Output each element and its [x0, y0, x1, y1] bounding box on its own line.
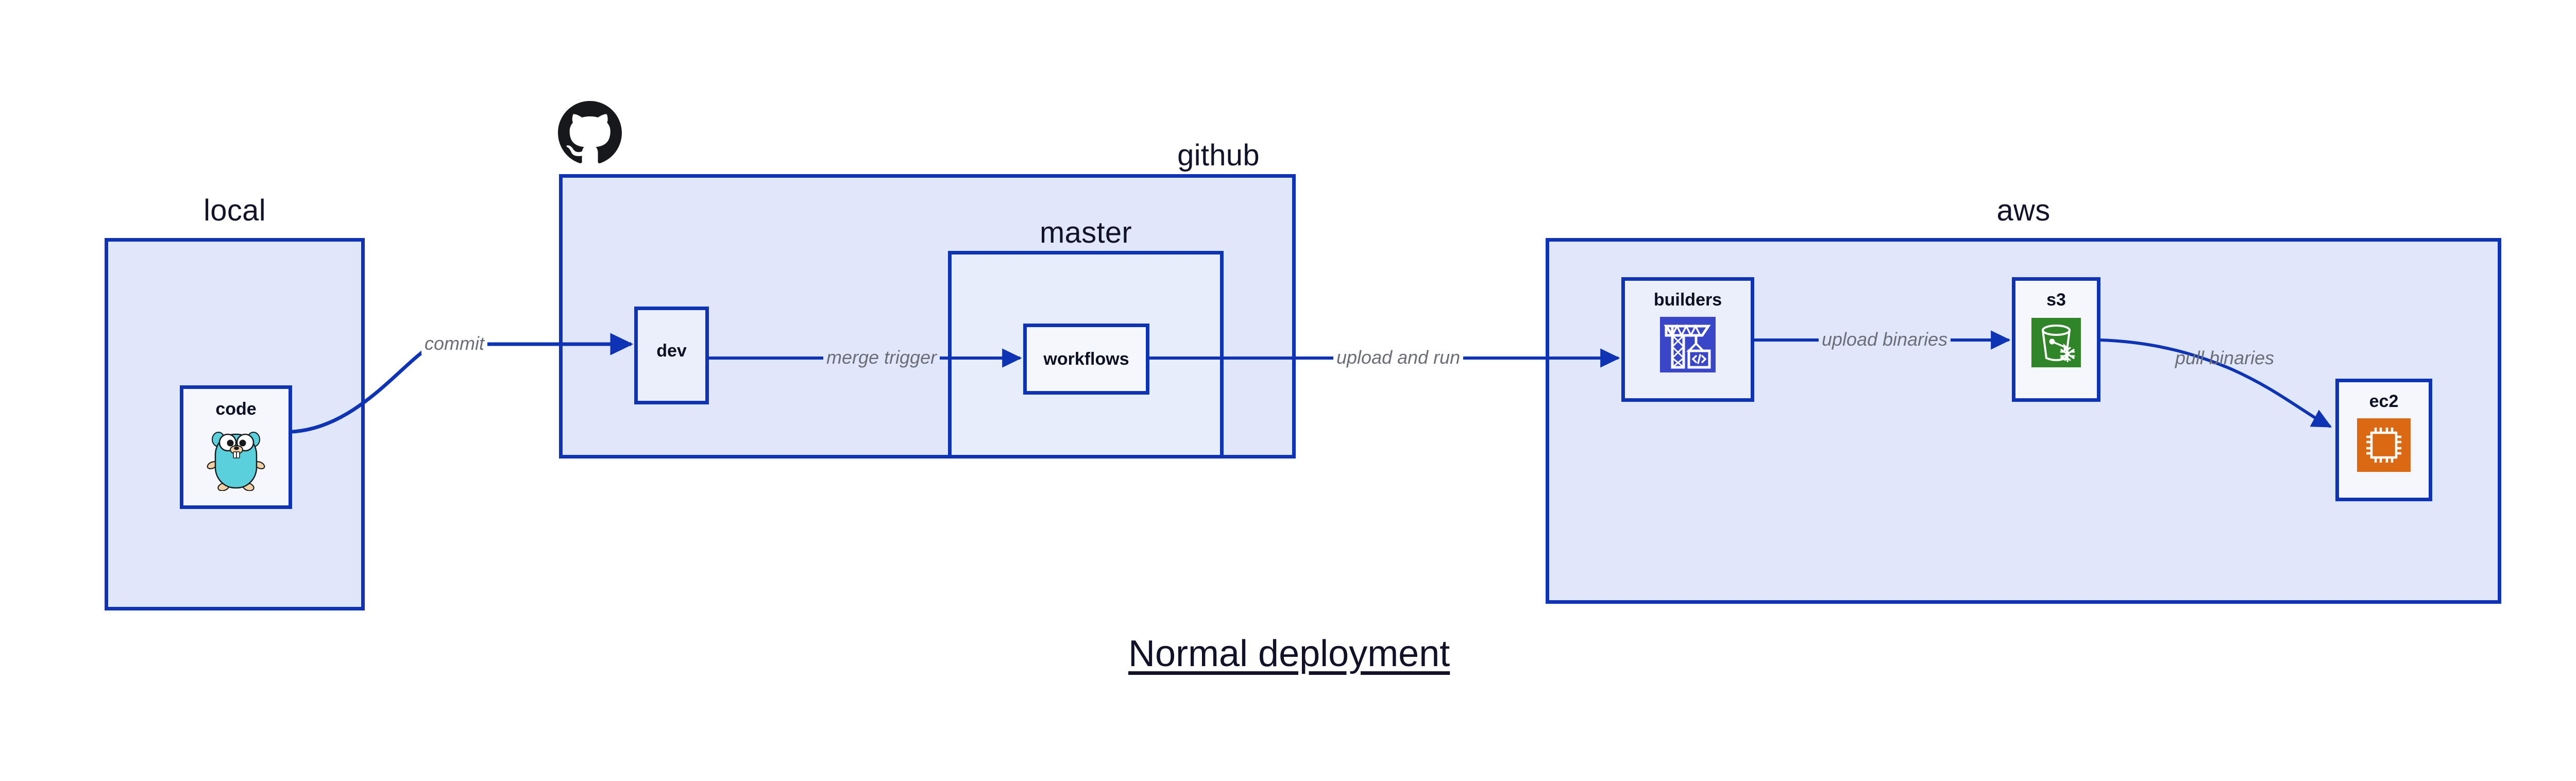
edge-label-upload-and-run: upload and run [1333, 347, 1464, 368]
aws-builders-crane-icon [1660, 317, 1716, 372]
go-gopher-icon [205, 425, 267, 491]
node-box-dev[interactable]: dev [634, 307, 709, 404]
group-title-master: master [1039, 216, 1132, 249]
edge-label-commit: commit [421, 333, 487, 354]
node-label-workflows: workflows [1043, 349, 1129, 369]
node-label-code: code [215, 399, 257, 419]
aws-ec2-chip-icon [2357, 418, 2411, 472]
edge-label-upload-binaries: upload binaries [1819, 329, 1951, 350]
node-label-builders: builders [1653, 290, 1722, 310]
github-octocat-icon [558, 101, 622, 165]
node-label-ec2: ec2 [2369, 392, 2399, 411]
group-title-aws: aws [1996, 194, 2050, 227]
node-box-code[interactable]: code [180, 385, 292, 509]
edge-label-pull-binaries: pull binaries [2175, 347, 2275, 368]
group-title-local: local [204, 194, 266, 227]
node-box-ec2[interactable]: ec2 [2335, 379, 2432, 501]
group-title-github: github [1177, 139, 1260, 172]
edge-label-merge-trigger: merge trigger [823, 347, 940, 368]
node-box-builders[interactable]: builders [1621, 277, 1754, 402]
node-box-workflows[interactable]: workflows [1023, 324, 1149, 395]
node-box-s3[interactable]: s3 [2012, 277, 2100, 402]
diagram-title: Normal deployment [1128, 633, 1450, 674]
aws-s3-bucket-icon [2031, 318, 2081, 367]
node-label-s3: s3 [2046, 290, 2066, 310]
node-label-dev: dev [656, 341, 687, 361]
